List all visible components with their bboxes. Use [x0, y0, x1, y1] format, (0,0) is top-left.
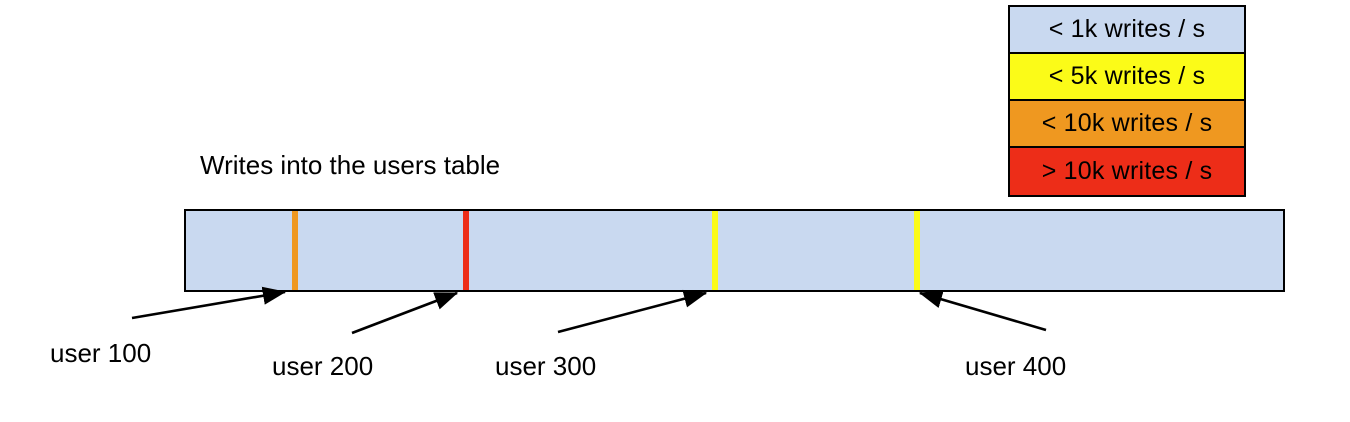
user-200-marker — [463, 211, 469, 290]
legend-item-lt-10k: < 10k writes / s — [1010, 101, 1244, 148]
user-200-arrow — [351, 291, 459, 335]
legend-item-lt-1k: < 1k writes / s — [1010, 7, 1244, 54]
user-400-label: user 400 — [965, 351, 1067, 381]
legend-label: < 10k writes / s — [1041, 109, 1213, 137]
user-400-marker — [914, 211, 920, 290]
legend-label: < 5k writes / s — [1048, 62, 1206, 90]
user-100-arrow — [131, 286, 287, 320]
user-300-arrow — [557, 289, 708, 334]
user-100-label: user 100 — [50, 338, 152, 368]
chart-title: Writes into the users table — [200, 150, 501, 180]
user-200-label: user 200 — [272, 351, 374, 381]
legend-label: < 1k writes / s — [1048, 15, 1206, 43]
legend: < 1k writes / s < 5k writes / s < 10k wr… — [1008, 5, 1246, 197]
user-300-marker — [712, 211, 718, 290]
legend-label: > 10k writes / s — [1041, 157, 1213, 185]
legend-item-lt-5k: < 5k writes / s — [1010, 54, 1244, 101]
user-100-marker — [292, 211, 298, 290]
user-300-label: user 300 — [495, 351, 597, 381]
users-table-bar — [184, 209, 1285, 292]
user-400-arrow — [918, 290, 1047, 332]
legend-item-gt-10k: > 10k writes / s — [1010, 148, 1244, 195]
